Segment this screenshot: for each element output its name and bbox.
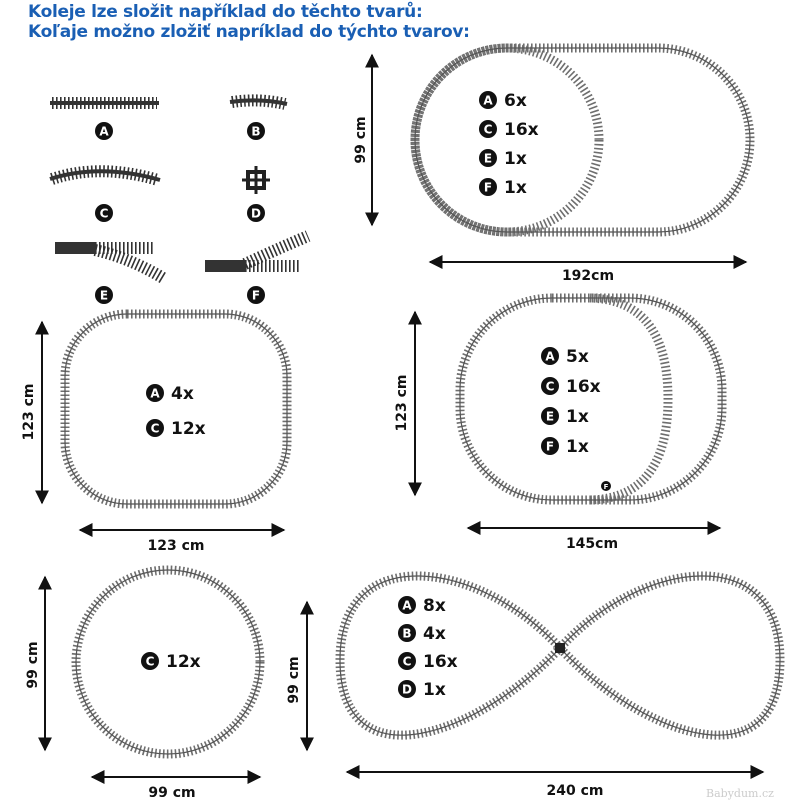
part-c-letter: C xyxy=(100,207,109,221)
eight_240-item-3-count: 1x xyxy=(423,680,446,700)
oval_145-item-1-letter: C xyxy=(546,380,555,394)
eight_240-item-3-letter: D xyxy=(402,683,412,697)
part-c-curve xyxy=(50,171,160,180)
part-e-switch-right xyxy=(55,242,163,278)
eight-240-height: 99 cm xyxy=(286,656,302,703)
oval_192-item-0-count: 6x xyxy=(504,91,527,111)
oval-192-height: 99 cm xyxy=(353,116,369,163)
layout-circle-99: 99 cm 99 cm xyxy=(25,570,260,800)
layout-oval-192: 99 cm 192cm xyxy=(353,48,750,284)
eight_240-item-0-count: 8x xyxy=(423,596,446,616)
part-b-short-straight xyxy=(230,100,287,104)
layout-oval-145: 123 cm 145cm F xyxy=(394,298,722,552)
square_123-item-0-count: 4x xyxy=(171,384,194,404)
part-d-crossing xyxy=(242,166,270,194)
square-123-width: 123 cm xyxy=(148,538,205,554)
oval_145-item-0-count: 5x xyxy=(566,347,589,367)
circle_99-item-0-count: 12x xyxy=(166,652,201,672)
oval_145-item-3-letter: F xyxy=(546,440,554,454)
oval-145-height: 123 cm xyxy=(394,375,410,432)
eight-240-width: 240 cm xyxy=(547,783,604,799)
square-123-height: 123 cm xyxy=(21,384,37,441)
circle_99-item-0-letter: C xyxy=(146,655,155,669)
eight_240-item-1-letter: B xyxy=(402,627,411,641)
oval-192-width: 192cm xyxy=(562,268,614,284)
oval_192-item-1-letter: C xyxy=(484,123,493,137)
square_123-item-0-letter: A xyxy=(150,387,160,401)
watermark: Babydum.cz xyxy=(706,787,774,800)
part-f-letter: F xyxy=(252,289,260,303)
oval_192-item-2-count: 1x xyxy=(504,149,527,169)
eight_240-item-2-count: 16x xyxy=(423,652,458,672)
part-d-letter: D xyxy=(251,207,261,221)
oval_192-item-1-count: 16x xyxy=(504,120,539,140)
circle-99-width: 99 cm xyxy=(148,785,195,800)
oval_192-item-3-letter: F xyxy=(484,181,492,195)
circle-99-height: 99 cm xyxy=(25,641,41,688)
eight_240-item-0-letter: A xyxy=(402,599,412,613)
oval_192-item-2-letter: E xyxy=(484,152,492,166)
part-f-switch-left xyxy=(205,236,308,272)
square_123-item-1-letter: C xyxy=(151,422,160,436)
oval_145-item-2-letter: E xyxy=(546,410,554,424)
oval_145-item-2-count: 1x xyxy=(566,407,589,427)
eight_240-item-2-letter: C xyxy=(403,655,412,669)
layout-figure-eight-240: 99 cm 240 cm xyxy=(286,576,780,799)
square_123-item-1-count: 12x xyxy=(171,419,206,439)
switch-f-marker: F xyxy=(604,483,609,491)
part-e-letter: E xyxy=(100,289,108,303)
oval_145-item-0-letter: A xyxy=(545,350,555,364)
eight_240-item-1-count: 4x xyxy=(423,624,446,644)
oval-145-width: 145cm xyxy=(566,536,618,552)
oval_145-item-3-count: 1x xyxy=(566,437,589,457)
part-b-letter: B xyxy=(251,125,260,139)
oval_192-item-3-count: 1x xyxy=(504,178,527,198)
part-a-letter: A xyxy=(99,125,109,139)
oval_192-item-0-letter: A xyxy=(483,94,493,108)
oval_145-item-1-count: 16x xyxy=(566,377,601,397)
